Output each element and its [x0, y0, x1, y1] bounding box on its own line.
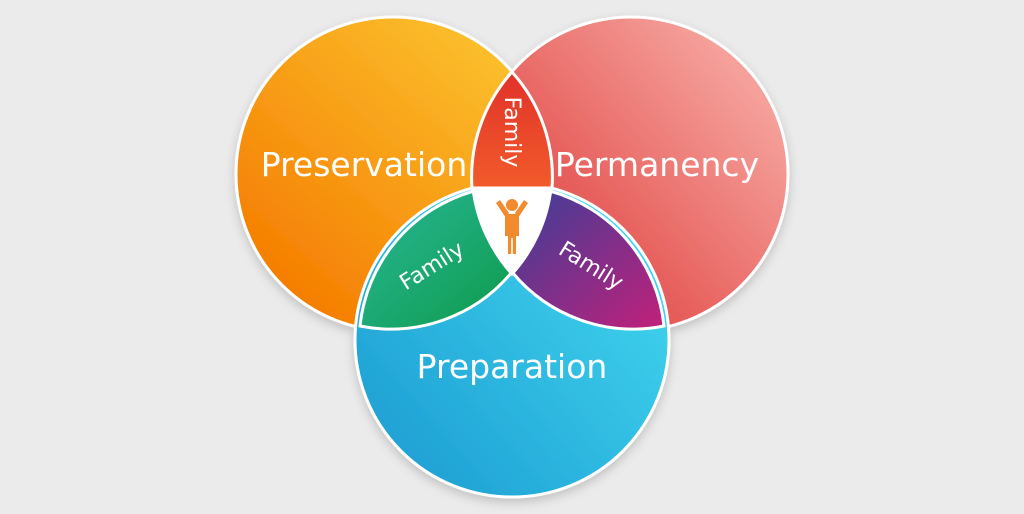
label-permanency: Permanency [555, 145, 759, 184]
person-raised-arms-icon [496, 199, 528, 254]
label-family-top: Family [499, 97, 524, 168]
label-preservation: Preservation [261, 145, 468, 184]
label-preparation: Preparation [417, 347, 608, 386]
